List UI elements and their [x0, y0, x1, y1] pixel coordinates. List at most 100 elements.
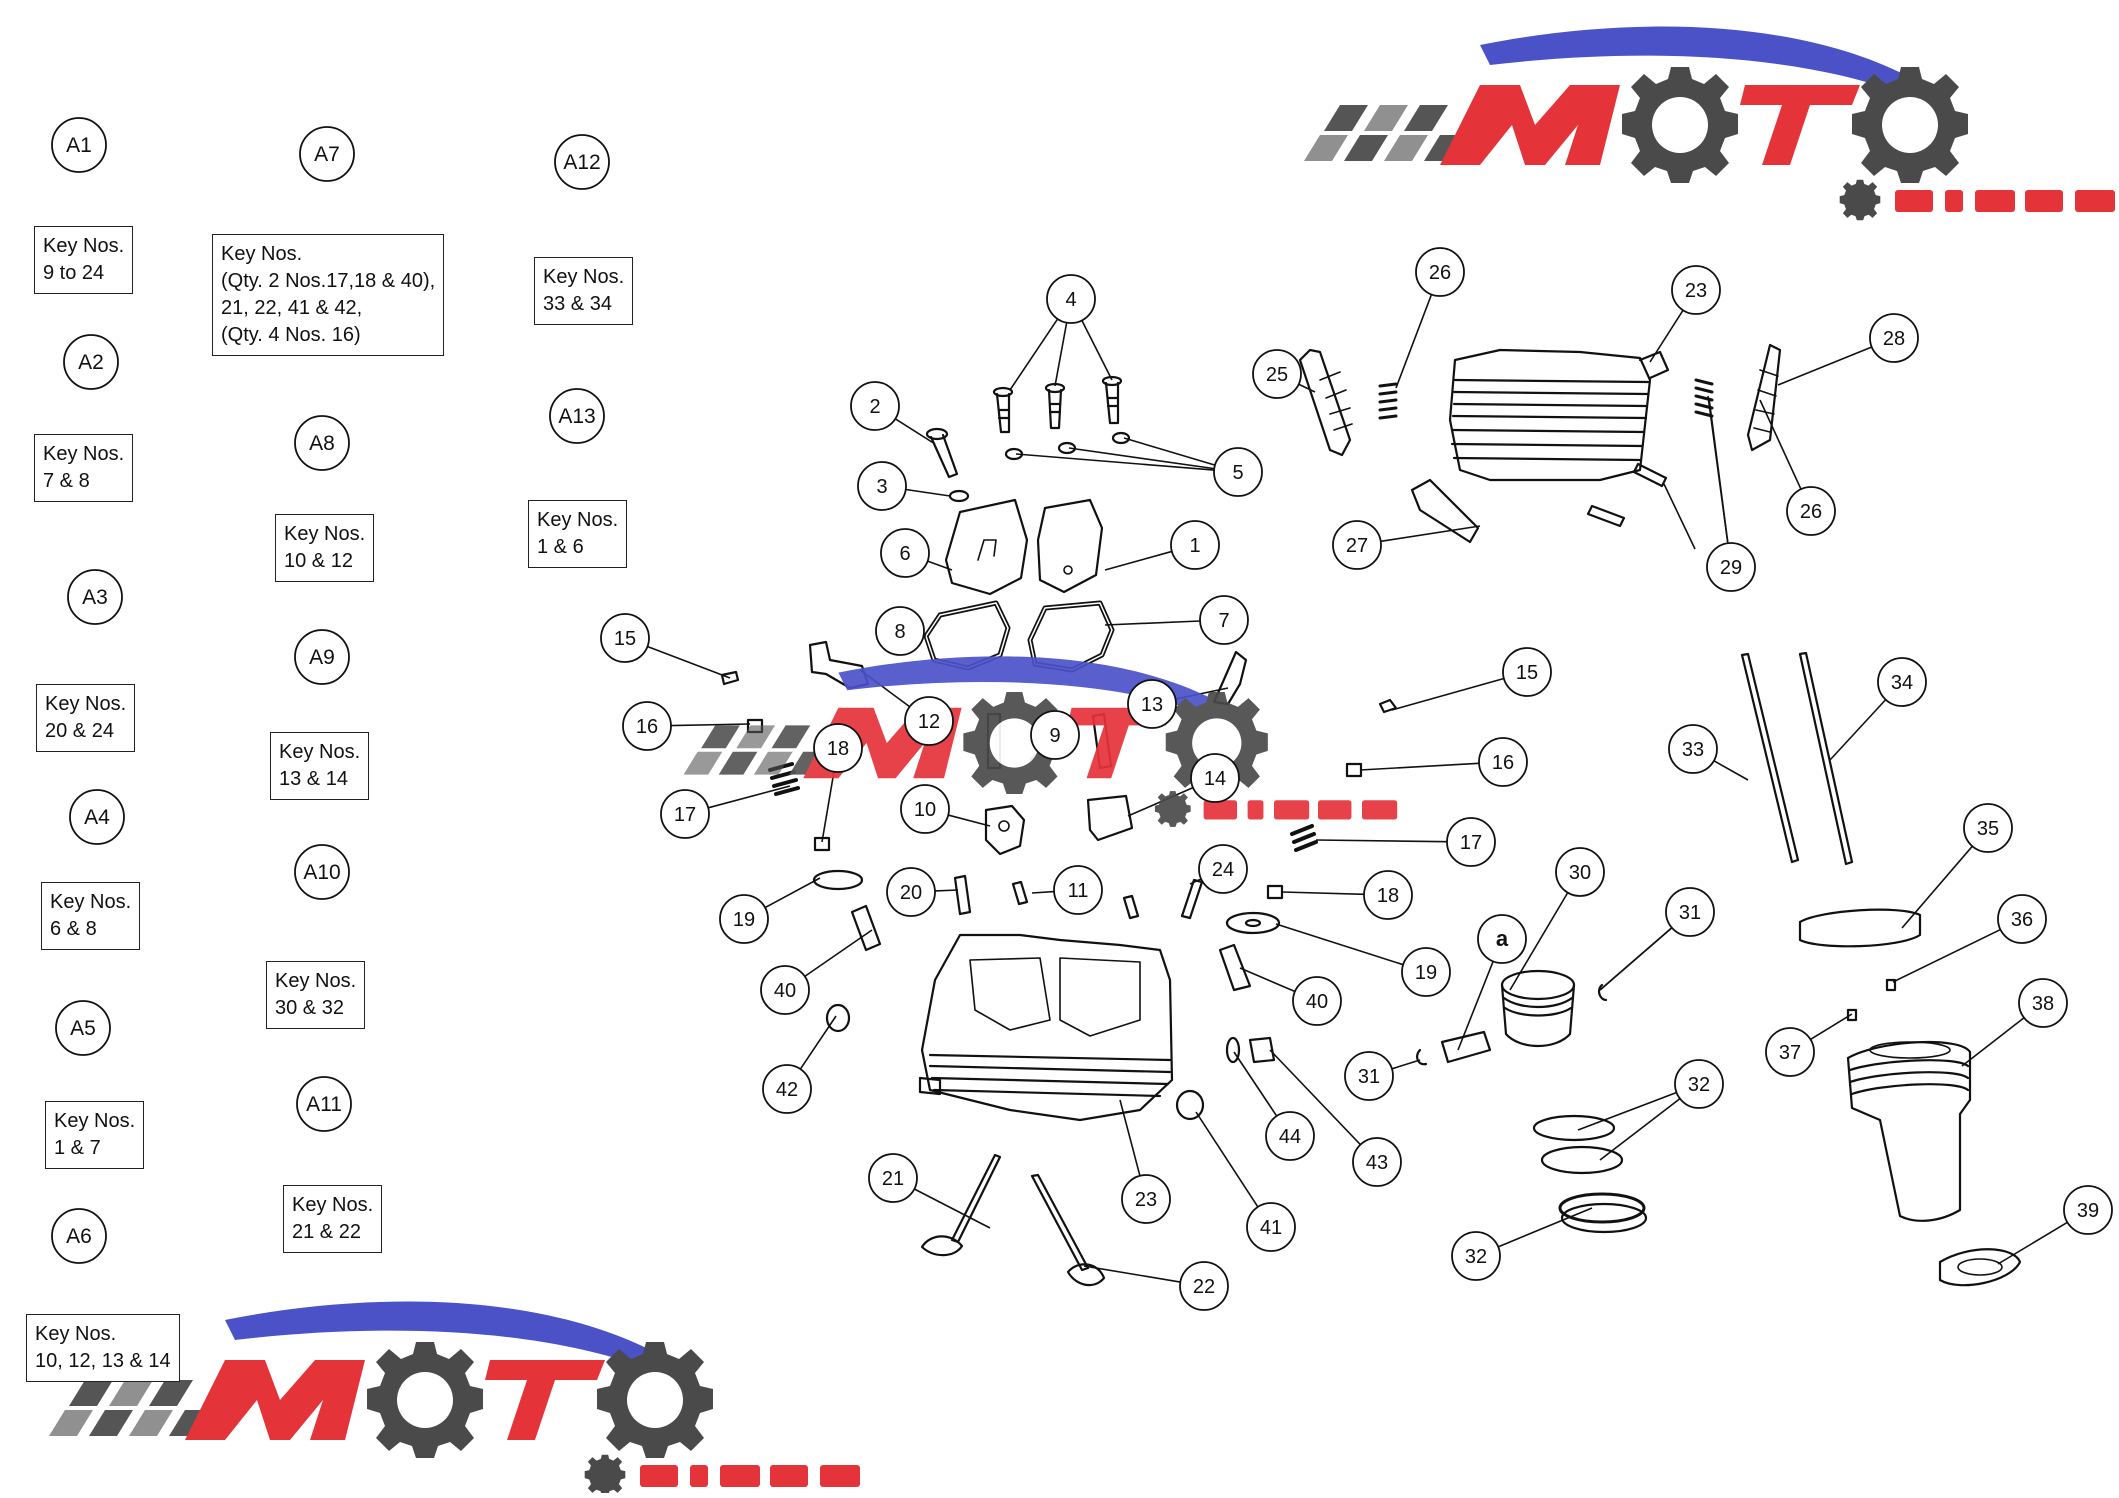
key-box-line: 20 & 24 — [45, 718, 126, 745]
key-box-line: 7 & 8 — [43, 468, 124, 495]
callout-number: 5 — [1232, 462, 1243, 484]
key-box-line: Key Nos. — [54, 1108, 135, 1135]
bolt-part-2 — [927, 429, 957, 477]
key-box-line: 10 & 12 — [284, 548, 365, 575]
logo-gear-hole — [1652, 97, 1708, 153]
leader-line — [671, 724, 750, 726]
key-box-a2: Key Nos.7 & 8 — [34, 434, 133, 502]
assembly-ref-a6: A6 — [52, 1209, 106, 1263]
leader-line — [1600, 928, 1672, 990]
callout-number: 19 — [1415, 962, 1437, 984]
key-box-line: 21, 22, 41 & 42, — [221, 295, 435, 322]
callout-number: 12 — [918, 711, 940, 733]
assembly-ref-a9: A9 — [295, 630, 349, 684]
key-box-line: Key Nos. — [279, 739, 360, 766]
part-callout: 32 — [1452, 1232, 1500, 1280]
key-box-line: 21 & 22 — [292, 1219, 373, 1246]
piston-ring-part-32 — [1534, 1116, 1646, 1232]
key-box-line: 9 to 24 — [43, 260, 124, 287]
ref-label: A12 — [563, 151, 600, 174]
callout-number: a — [1496, 926, 1509, 951]
cylinder-head-part-23-upper — [1450, 350, 1668, 480]
key-box-line: 1 & 7 — [54, 1135, 135, 1162]
leader-line — [1458, 961, 1493, 1050]
rocker-cover-part-1 — [1038, 500, 1102, 592]
callout-number: 16 — [636, 716, 658, 738]
leader-line — [708, 786, 790, 808]
assembly-ref-a4: A4 — [70, 790, 124, 844]
valve-part-22 — [1032, 1175, 1104, 1285]
callout-number: 38 — [2032, 993, 2054, 1015]
part-callout: 18 — [1364, 871, 1412, 919]
logo-guids-glyph — [1274, 800, 1309, 819]
logo-guids-glyph — [640, 1465, 678, 1487]
callout-number: 28 — [1883, 328, 1905, 350]
logo-guids-glyph — [1975, 190, 2015, 212]
logo-guids-glyph — [1362, 800, 1397, 819]
logo-small-gear — [1155, 791, 1191, 827]
part-callout: 14 — [1191, 754, 1239, 802]
logo-letter-t — [1740, 85, 1860, 165]
key-box-line: (Qty. 2 Nos.17,18 & 40), — [221, 268, 435, 295]
callout-number: 43 — [1366, 1152, 1388, 1174]
rocker-part-27 — [1412, 480, 1478, 542]
piston-pin-part-a — [1442, 1032, 1490, 1062]
leader-line — [1600, 1099, 1680, 1160]
rocker-part-25 — [1300, 350, 1350, 455]
logo-guids-glyph — [720, 1465, 760, 1487]
ref-label: A6 — [66, 1225, 92, 1248]
logo-gear-hole — [627, 1372, 683, 1428]
key-box-line: Key Nos. — [543, 264, 624, 291]
washer-part-19 — [814, 871, 862, 889]
logo-letter-m — [185, 1360, 365, 1440]
leader-line — [1105, 551, 1172, 570]
part-callout: 31 — [1666, 888, 1714, 936]
leader-line — [1032, 892, 1054, 893]
leader-line — [1124, 438, 1215, 465]
key-box-line: 33 & 34 — [543, 291, 624, 318]
callout-number: 7 — [1218, 610, 1229, 632]
leader-line — [1392, 679, 1504, 710]
ref-label: A8 — [309, 432, 335, 455]
callout-number: 40 — [774, 980, 796, 1002]
part-callout: 33 — [1669, 725, 1717, 773]
assembly-ref-a2: A2 — [64, 335, 118, 389]
leader-line — [822, 772, 834, 842]
callout-number: 26 — [1429, 262, 1451, 284]
assembly-ref-a13: A13 — [550, 389, 604, 443]
logo-guids-glyph — [1318, 800, 1351, 819]
callout-number: 35 — [1977, 818, 1999, 840]
key-box-a1: Key Nos.9 to 24 — [34, 226, 133, 294]
part-callout: 11 — [1054, 866, 1102, 914]
part-callout: 18 — [814, 724, 862, 772]
logo-guids-glyph — [2025, 190, 2063, 212]
callout-number: 18 — [1377, 885, 1399, 907]
callout-number: 13 — [1141, 694, 1163, 716]
part-callout: 32 — [1675, 1060, 1723, 1108]
callout-number: 14 — [1204, 768, 1226, 790]
leader-line — [1998, 1222, 2067, 1264]
part-callout: 9 — [1031, 711, 1079, 759]
part-callout: 38 — [2019, 979, 2067, 1027]
washer-part-3 — [950, 491, 968, 501]
part-callout: 28 — [1870, 314, 1918, 362]
part-callout: 43 — [1353, 1138, 1401, 1186]
assembly-ref-a3: A3 — [68, 570, 122, 624]
part-callout: 6 — [881, 529, 929, 577]
callout-number: 17 — [1460, 832, 1482, 854]
logo-guids-glyph — [820, 1465, 860, 1487]
callout-number: 25 — [1266, 364, 1288, 386]
key-box-line: (Qty. 4 Nos. 16) — [221, 322, 435, 349]
rocker-cover-part-6 — [946, 500, 1027, 594]
ref-label: A10 — [303, 861, 340, 884]
part-callout: 25 — [1253, 350, 1301, 398]
callout-number: 10 — [914, 799, 936, 821]
part-callout: 7 — [1200, 596, 1248, 644]
key-box-line: Key Nos. — [43, 233, 124, 260]
logo-guids-glyph — [770, 1465, 808, 1487]
key-box-a7: Key Nos.(Qty. 2 Nos.17,18 & 40),21, 22, … — [212, 234, 444, 356]
key-box-a5: Key Nos.1 & 7 — [45, 1101, 144, 1169]
key-box-line: Key Nos. — [50, 889, 131, 916]
ref-label: A3 — [82, 586, 108, 609]
